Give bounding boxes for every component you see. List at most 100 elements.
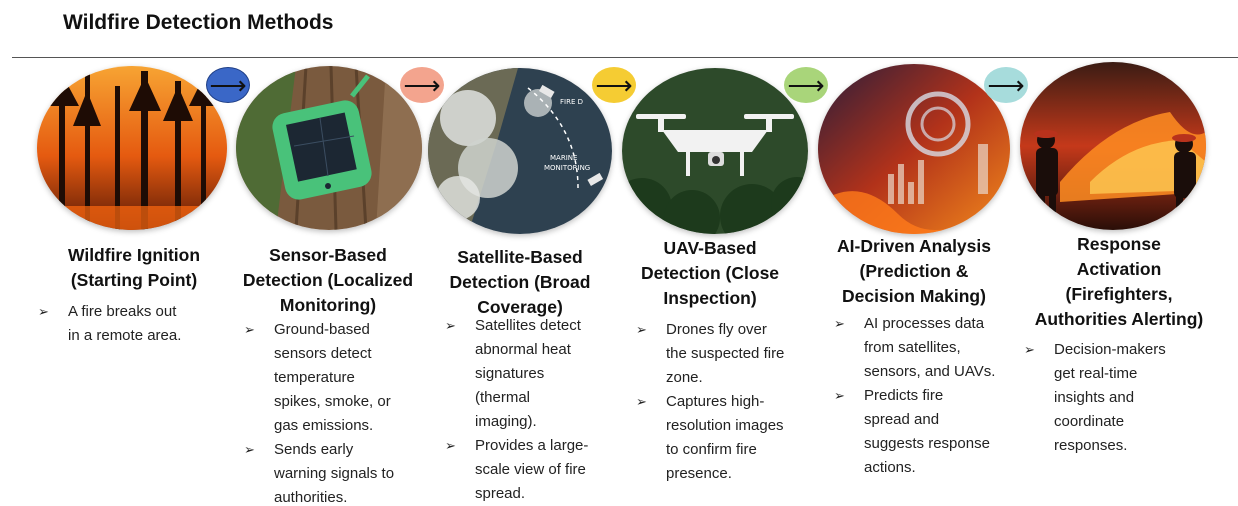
bullet-line: zone.	[666, 369, 703, 386]
stage-6-heading-line: (Firefighters,	[1065, 284, 1173, 304]
stage-1-image	[37, 66, 227, 230]
stage-6-bullets: ➢ Decision-makers get real-time insights…	[1022, 338, 1218, 458]
page-title: Wildfire Detection Methods	[63, 11, 334, 34]
bullet-line: AI processes data	[864, 315, 985, 332]
bullet-arrow-icon: ➢	[445, 438, 456, 453]
stage-5-heading-line: AI-Driven Analysis	[837, 236, 991, 256]
bullet-line: A fire breaks out	[68, 303, 177, 320]
satellite-label-fire: FIRE D	[560, 98, 583, 106]
stage-1-heading-line: Wildfire Ignition	[67, 245, 201, 265]
bullet-line: coordinate	[1054, 413, 1125, 430]
stage-1-bullets: ➢ A fire breaks out in a remote area.	[36, 300, 226, 348]
bullet-arrow-icon: ➢	[244, 322, 255, 337]
stage-6-heading-line: Activation	[1076, 259, 1162, 279]
stage-6-heading: Response Activation (Firefighters, Autho…	[1012, 232, 1226, 332]
stage-3-heading-line: Satellite-Based	[457, 247, 583, 267]
bullet-line: to confirm fire	[666, 441, 757, 458]
satellite-label-monitoring: MONITORING	[544, 164, 590, 172]
bullet-line: sensors, and UAVs.	[864, 363, 996, 380]
bullet-line: Predicts fire	[864, 387, 944, 404]
bullet-line: spikes, smoke, or	[274, 393, 391, 410]
stage-3-heading: Satellite-Based Detection (Broad Coverag…	[430, 245, 610, 320]
bullet-item: ➢ Sends early warning signals to authori…	[242, 438, 432, 506]
stage-1-heading-line: (Starting Point)	[70, 270, 198, 290]
stage-3-heading-line: Coverage)	[477, 297, 563, 317]
bullet-line: suggests response	[864, 435, 990, 452]
bullet-item: ➢ Provides a large- scale view of fire s…	[443, 434, 623, 506]
bullet-line: Satellites detect	[475, 317, 581, 334]
flow-arrow-4: ⟶	[784, 67, 828, 103]
bullet-item: ➢ Captures high- resolution images to co…	[634, 390, 814, 486]
stage-5-heading: AI-Driven Analysis (Prediction & Decisio…	[810, 234, 1018, 309]
bullet-line: scale view of fire	[475, 461, 586, 478]
stage-5-image	[818, 64, 1010, 234]
stage-2-bullets: ➢ Ground-based sensors detect temperatur…	[242, 318, 432, 506]
flow-arrow-5: ⟶	[984, 67, 1028, 103]
stage-5-heading-line: Decision Making)	[842, 286, 986, 306]
bullet-line: Drones fly over	[666, 321, 767, 338]
bullet-line: in a remote area.	[68, 327, 182, 344]
stage-2-image	[236, 66, 422, 230]
bullet-arrow-icon: ➢	[834, 388, 845, 403]
stage-4-image	[622, 68, 808, 234]
bullet-line: gas emissions.	[274, 417, 374, 434]
stage-6-heading-line: Authorities Alerting)	[1034, 309, 1204, 329]
bullet-line: sensors detect	[274, 345, 372, 362]
bullet-arrow-icon: ➢	[244, 442, 255, 457]
stage-5-bullets: ➢ AI processes data from satellites, sen…	[832, 312, 1028, 480]
flow-arrow-3: ⟶	[592, 67, 636, 103]
stage-4-heading-line: Detection (Close	[640, 263, 780, 283]
bullet-line: warning signals to	[274, 465, 395, 482]
bullet-line: from satellites,	[864, 339, 961, 356]
bullet-line: presence.	[666, 465, 732, 482]
bullet-arrow-icon: ➢	[445, 318, 456, 333]
title-divider	[12, 57, 1238, 58]
bullet-item: ➢ Drones fly over the suspected fire zon…	[634, 318, 814, 390]
bullet-arrow-icon: ➢	[1024, 342, 1035, 357]
stage-4-heading-line: UAV-Based	[663, 238, 757, 258]
bullet-line: the suspected fire	[666, 345, 785, 362]
stage-5-heading-line: (Prediction &	[859, 261, 969, 281]
bullet-line: Decision-makers	[1054, 341, 1166, 358]
bullet-line: responses.	[1054, 437, 1128, 454]
bullet-line: actions.	[864, 459, 916, 476]
flow-arrow-1: ⟶	[206, 67, 250, 103]
bullet-arrow-icon: ➢	[38, 304, 49, 319]
stage-3-image: FIRE D MARINE MONITORING	[428, 68, 612, 234]
satellite-label-marine: MARINE	[550, 154, 577, 162]
bullet-item: ➢ Ground-based sensors detect temperatur…	[242, 318, 432, 438]
bullet-arrow-icon: ➢	[636, 394, 647, 409]
bullet-arrow-icon: ➢	[834, 316, 845, 331]
bullet-line: Provides a large-	[475, 437, 589, 454]
bullet-line: resolution images	[666, 417, 784, 434]
stage-1-heading: Wildfire Ignition (Starting Point)	[36, 243, 232, 293]
stage-2-heading-line: Sensor-Based	[269, 245, 387, 265]
bullet-line: Captures high-	[666, 393, 765, 410]
bullet-item: ➢ A fire breaks out in a remote area.	[36, 300, 226, 348]
bullet-line: signatures	[475, 365, 545, 382]
stage-4-heading: UAV-Based Detection (Close Inspection)	[610, 236, 810, 311]
bullet-line: (thermal	[475, 389, 531, 406]
bullet-item: ➢ AI processes data from satellites, sen…	[832, 312, 1028, 384]
stage-6-heading-line: Response	[1077, 234, 1161, 254]
bullet-line: authorities.	[274, 489, 348, 506]
stage-4-heading-line: Inspection)	[663, 288, 757, 308]
bullet-item: ➢ Predicts fire spread and suggests resp…	[832, 384, 1028, 480]
flow-arrow-2: ⟶	[400, 67, 444, 103]
stage-3-bullets: ➢ Satellites detect abnormal heat signat…	[443, 314, 623, 506]
bullet-line: get real-time	[1054, 365, 1138, 382]
bullet-item: ➢ Decision-makers get real-time insights…	[1022, 338, 1218, 458]
bullet-item: ➢ Satellites detect abnormal heat signat…	[443, 314, 623, 434]
bullet-line: Ground-based	[274, 321, 370, 338]
bullet-line: spread.	[475, 485, 526, 502]
stage-2-heading-line: Detection (Localized	[242, 270, 414, 290]
bullet-line: Sends early	[274, 441, 354, 458]
bullet-line: imaging).	[475, 413, 537, 430]
stage-3-heading-line: Detection (Broad	[449, 272, 591, 292]
stage-2-heading-line: Monitoring)	[279, 295, 377, 315]
bullet-line: temperature	[274, 369, 355, 386]
bullet-line: spread and	[864, 411, 940, 428]
bullet-line: insights and	[1054, 389, 1135, 406]
stage-2-heading: Sensor-Based Detection (Localized Monito…	[226, 243, 430, 318]
bullet-line: abnormal heat	[475, 341, 571, 358]
